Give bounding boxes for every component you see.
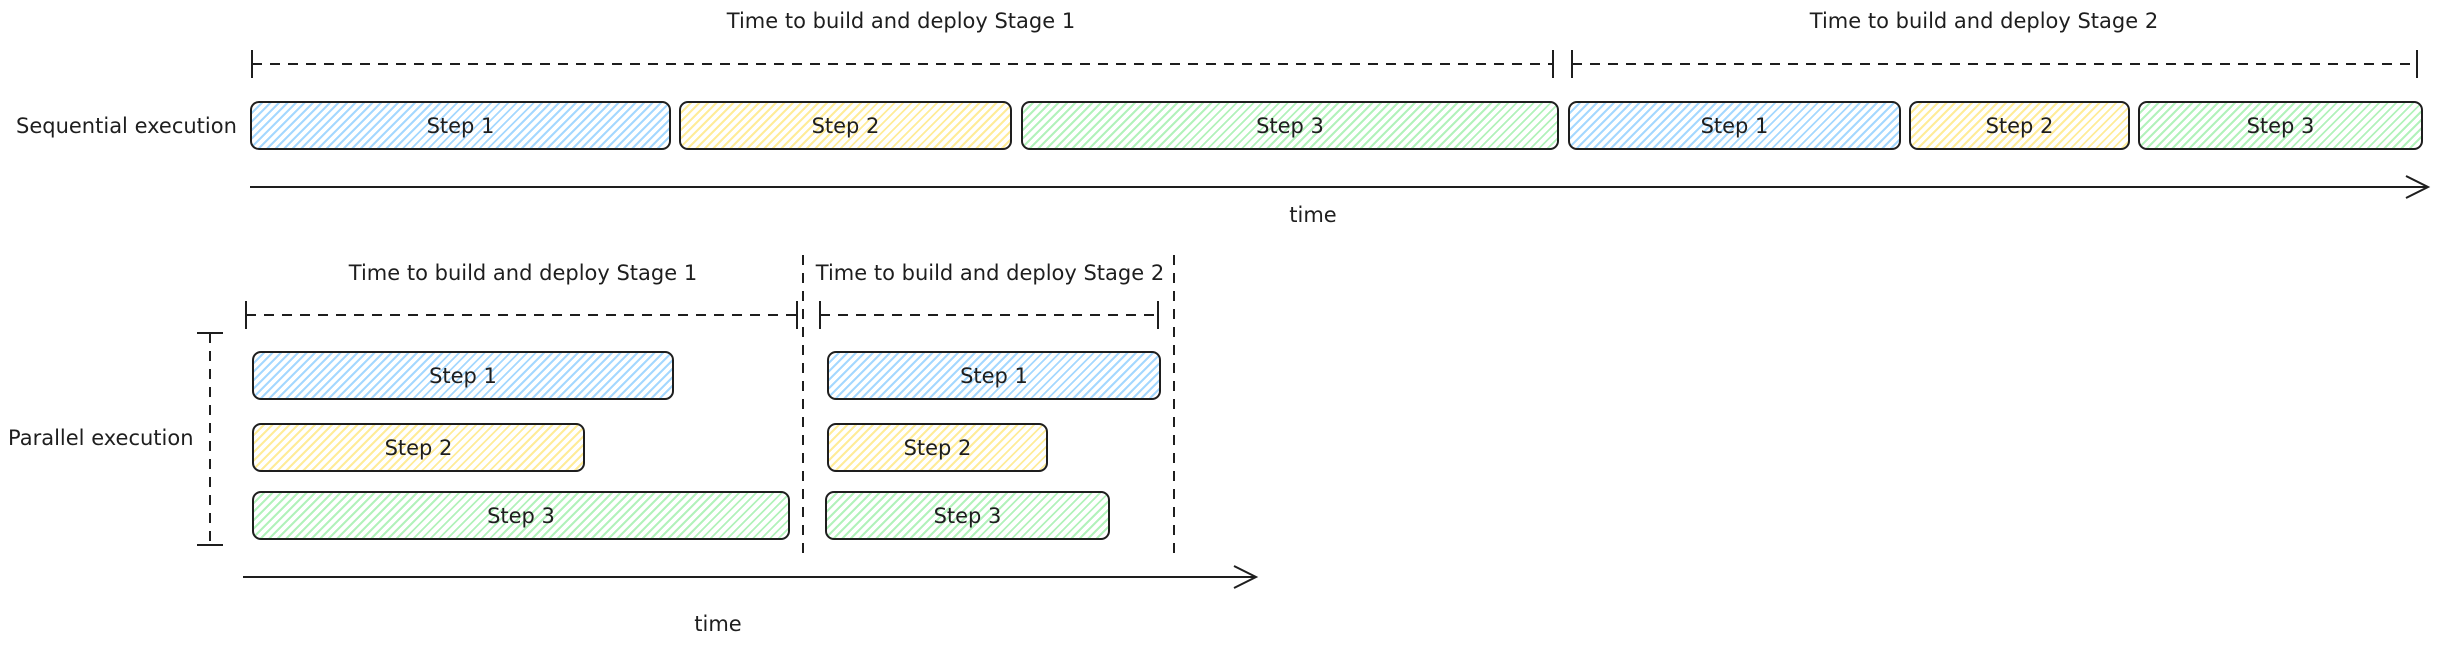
par-stage2-label: Time to build and deploy Stage 2 — [815, 261, 1165, 285]
sequential-row-label: Sequential execution — [16, 114, 237, 138]
par-stage1-step2-box: Step 2 — [252, 423, 585, 472]
step-label: Step 1 — [1700, 113, 1769, 138]
step-label: Step 3 — [2246, 113, 2315, 138]
step-label: Step 3 — [487, 503, 555, 528]
seq-stage1-step1-box: Step 1 — [250, 101, 671, 150]
step-label: Step 2 — [903, 435, 972, 460]
seq-stage1-dimension — [251, 50, 1554, 78]
par-stage1-dimension — [245, 301, 798, 329]
par-time-arrow — [243, 565, 1259, 589]
seq-time-label: time — [1289, 203, 1337, 227]
seq-stage2-step1-box: Step 1 — [1568, 101, 1901, 150]
step-label: Step 3 — [933, 503, 1002, 528]
seq-stage1-step3-box: Step 3 — [1021, 101, 1559, 150]
seq-stage2-step2-box: Step 2 — [1909, 101, 2130, 150]
seq-stage2-dimension — [1571, 50, 2418, 78]
par-vertical-bracket — [197, 332, 223, 546]
step-label: Step 1 — [960, 363, 1028, 388]
par-stage2-dimension — [819, 301, 1159, 329]
seq-stage2-step3-box: Step 3 — [2138, 101, 2423, 150]
par-time-label: time — [694, 612, 742, 636]
step-label: Step 2 — [1985, 113, 2054, 138]
step-label: Step 1 — [426, 113, 495, 138]
par-stage2-step2-box: Step 2 — [827, 423, 1048, 472]
par-stage1-step1-box: Step 1 — [252, 351, 674, 400]
parallel-row-label: Parallel execution — [8, 426, 194, 450]
par-stage2-step3-box: Step 3 — [825, 491, 1110, 540]
seq-stage1-label: Time to build and deploy Stage 1 — [726, 9, 1076, 33]
par-stage1-step3-box: Step 3 — [252, 491, 790, 540]
par-stage2-step1-box: Step 1 — [827, 351, 1161, 400]
step-label: Step 2 — [811, 113, 880, 138]
step-label: Step 3 — [1256, 113, 1324, 138]
seq-stage1-step2-box: Step 2 — [679, 101, 1012, 150]
step-label: Step 1 — [429, 363, 497, 388]
seq-time-arrow — [250, 175, 2431, 199]
seq-stage2-label: Time to build and deploy Stage 2 — [1809, 9, 2159, 33]
step-label: Step 2 — [384, 435, 453, 460]
par-stage1-label: Time to build and deploy Stage 1 — [348, 261, 698, 285]
